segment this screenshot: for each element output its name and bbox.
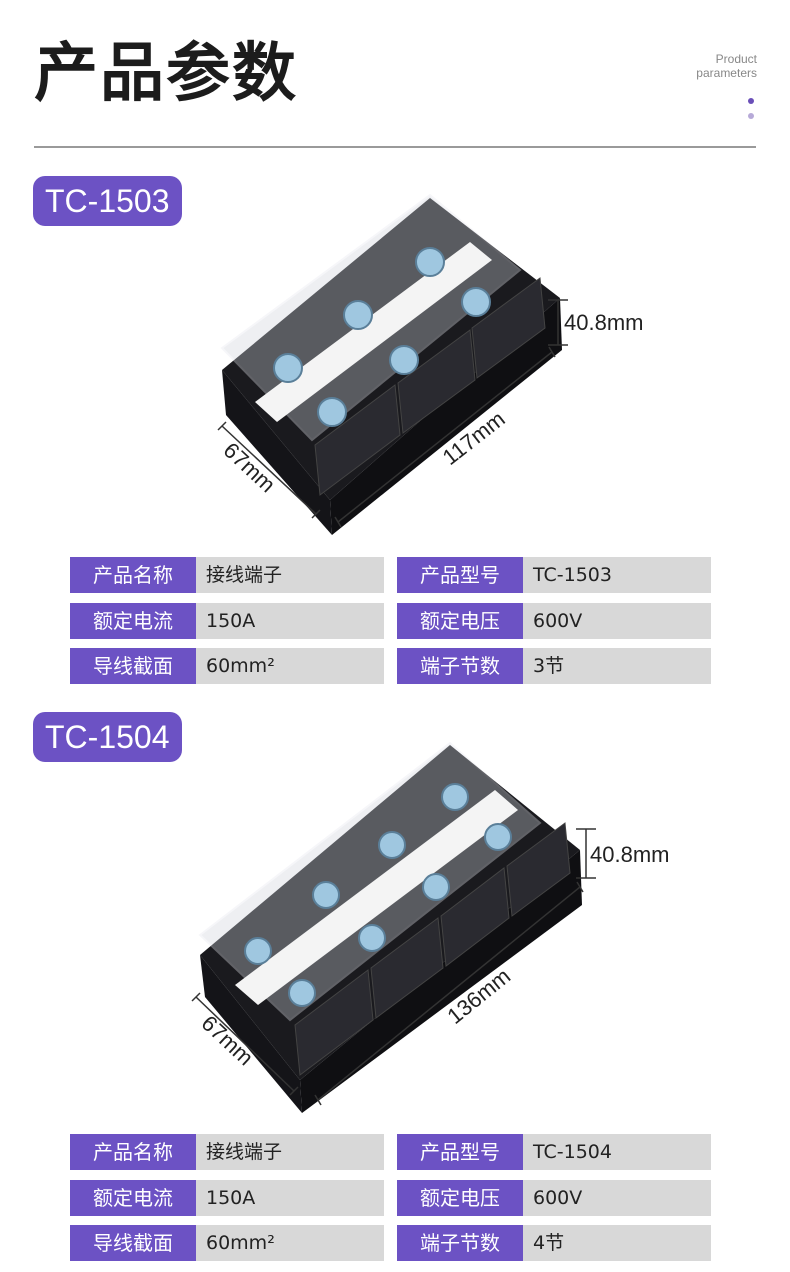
spec-label: 产品型号 <box>397 1134 523 1170</box>
header-divider <box>34 146 756 148</box>
subtitle-line-2: parameters <box>696 66 757 80</box>
spec-value: 3节 <box>523 648 711 684</box>
spec-label: 导线截面 <box>70 648 196 684</box>
spec-value: 60mm² <box>196 648 384 684</box>
spec-value: 接线端子 <box>196 1134 384 1170</box>
spec-row: 额定电流 150A 额定电压 600V <box>70 603 711 639</box>
spec-value: 接线端子 <box>196 557 384 593</box>
spec-row: 额定电流 150A 额定电压 600V <box>70 1180 711 1216</box>
page-header: 产品参数 Product parameters <box>0 0 790 150</box>
spec-label: 导线截面 <box>70 1225 196 1261</box>
spec-label: 产品名称 <box>70 557 196 593</box>
spec-label: 产品型号 <box>397 557 523 593</box>
spec-value: TC-1504 <box>523 1134 711 1170</box>
spec-value: 600V <box>523 1180 711 1216</box>
page-subtitle: Product parameters <box>696 52 757 80</box>
spec-label: 额定电压 <box>397 603 523 639</box>
dim-height-tc1503: 40.8mm <box>564 310 643 335</box>
subtitle-line-1: Product <box>715 52 757 66</box>
product-image-tc1503: 40.8mm 117mm 67mm <box>217 193 643 535</box>
spec-label: 产品名称 <box>70 1134 196 1170</box>
spec-row: 产品名称 接线端子 产品型号 TC-1503 <box>70 557 711 593</box>
spec-label: 端子节数 <box>397 1225 523 1261</box>
spec-row: 导线截面 60mm² 端子节数 4节 <box>70 1225 711 1261</box>
spec-row: 导线截面 60mm² 端子节数 3节 <box>70 648 711 684</box>
spec-value: 150A <box>196 603 384 639</box>
product-image-tc1504: 40.8mm 136mm 67mm <box>191 741 669 1113</box>
decor-dot-light <box>748 113 754 119</box>
model-badge-tc1503: TC-1503 <box>33 176 182 226</box>
spec-label: 端子节数 <box>397 648 523 684</box>
spec-value: 60mm² <box>196 1225 384 1261</box>
spec-row: 产品名称 接线端子 产品型号 TC-1504 <box>70 1134 711 1170</box>
spec-label: 额定电压 <box>397 1180 523 1216</box>
page-title: 产品参数 <box>34 37 298 111</box>
spec-value: 150A <box>196 1180 384 1216</box>
spec-value: 4节 <box>523 1225 711 1261</box>
decor-dot-dark <box>748 98 754 104</box>
screw-icons <box>273 247 491 427</box>
screw-icons <box>244 783 512 1007</box>
spec-label: 额定电流 <box>70 603 196 639</box>
spec-label: 额定电流 <box>70 1180 196 1216</box>
spec-value: TC-1503 <box>523 557 711 593</box>
model-badge-tc1504: TC-1504 <box>33 712 182 762</box>
spec-value: 600V <box>523 603 711 639</box>
dim-height-tc1504: 40.8mm <box>590 842 669 867</box>
